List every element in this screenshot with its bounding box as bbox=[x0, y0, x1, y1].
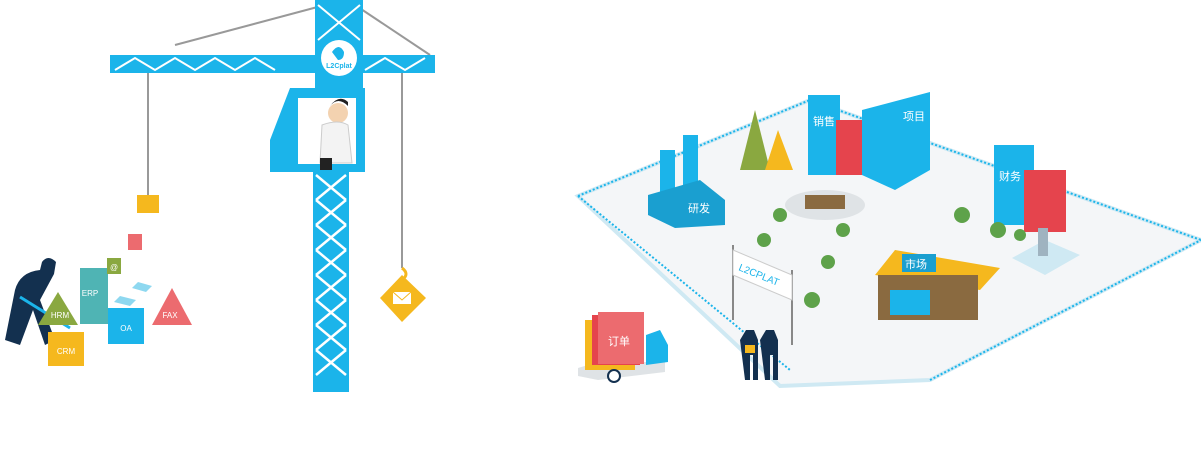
illustration-shape bbox=[319, 121, 353, 164]
erp-block bbox=[80, 268, 108, 324]
label-text: 订单 bbox=[608, 335, 630, 348]
crane: L2Cplat bbox=[110, 0, 435, 392]
operator-head bbox=[328, 103, 348, 123]
illustration-shape bbox=[890, 290, 930, 315]
illustration-shape bbox=[315, 174, 347, 376]
illustration-shape bbox=[114, 56, 426, 72]
oa-box bbox=[108, 308, 144, 344]
label-text: OA bbox=[120, 324, 132, 333]
illustration-shape bbox=[1012, 240, 1080, 275]
illustration-shape bbox=[332, 47, 344, 60]
label-text: 财务 bbox=[999, 169, 1021, 183]
truck-cab bbox=[646, 330, 668, 365]
worker-group: HRM CRM ERP OA FAX @ bbox=[5, 234, 192, 366]
order-cargo bbox=[598, 312, 644, 364]
illustration-shape bbox=[320, 158, 332, 170]
label-text: FAX bbox=[162, 311, 178, 320]
label-text: 销售 bbox=[813, 114, 835, 128]
label-text: 市场 bbox=[905, 257, 927, 271]
hanging-box bbox=[137, 195, 159, 213]
illustration-shape bbox=[1024, 170, 1066, 232]
fire-tile bbox=[128, 234, 142, 250]
illustration-shape bbox=[132, 282, 152, 292]
illustration-shape bbox=[990, 222, 1006, 238]
illustration-shape bbox=[765, 130, 793, 170]
fax-pyramid bbox=[152, 288, 192, 325]
illustration-shape bbox=[114, 296, 136, 306]
illustration-shape bbox=[773, 208, 787, 222]
mail-icon bbox=[392, 291, 412, 301]
illustration-shape bbox=[354, 4, 431, 56]
worker-silhouette bbox=[5, 258, 56, 345]
illustration-shape bbox=[805, 195, 845, 209]
illustration-shape bbox=[902, 254, 936, 272]
illustration-shape bbox=[317, 4, 361, 41]
crm-box bbox=[48, 332, 84, 366]
illustration-shape bbox=[330, 98, 348, 106]
illustration-shape bbox=[745, 345, 755, 353]
illustration-shape bbox=[174, 4, 326, 46]
illustration-shape bbox=[1014, 229, 1026, 241]
label-text: 研发 bbox=[688, 201, 710, 215]
illustration-shape bbox=[1038, 228, 1048, 256]
logo-text: L2Cplat bbox=[326, 63, 352, 70]
crane-tower bbox=[313, 172, 349, 392]
label-text: @ bbox=[110, 263, 118, 272]
illustration-shape bbox=[954, 207, 970, 223]
illustration-shape bbox=[740, 110, 770, 170]
businessman-1 bbox=[740, 330, 758, 380]
illustration-shape bbox=[757, 233, 771, 247]
businessman-2 bbox=[760, 330, 778, 380]
label-text: HRM bbox=[51, 311, 70, 320]
hrm-pyramid bbox=[38, 292, 78, 325]
sales-building bbox=[808, 95, 840, 175]
illustration-shape bbox=[821, 255, 835, 269]
gate-sign bbox=[732, 249, 793, 301]
illustration-shape bbox=[393, 292, 411, 304]
illustration-shape bbox=[733, 207, 1026, 308]
email-tile bbox=[107, 258, 121, 274]
illustration-shape bbox=[836, 223, 850, 237]
project-building bbox=[862, 92, 930, 190]
illustration-shape bbox=[836, 120, 862, 175]
city-scene: 研发 销售 销售 项目 财务 市场 bbox=[574, 92, 1201, 389]
label-text: 项目 bbox=[903, 110, 925, 123]
label-text: CRM bbox=[57, 347, 76, 356]
rnd-building bbox=[648, 180, 725, 228]
illustration-shape bbox=[607, 369, 621, 383]
illustration-shape bbox=[804, 292, 820, 308]
label-text: ERP bbox=[82, 289, 98, 298]
